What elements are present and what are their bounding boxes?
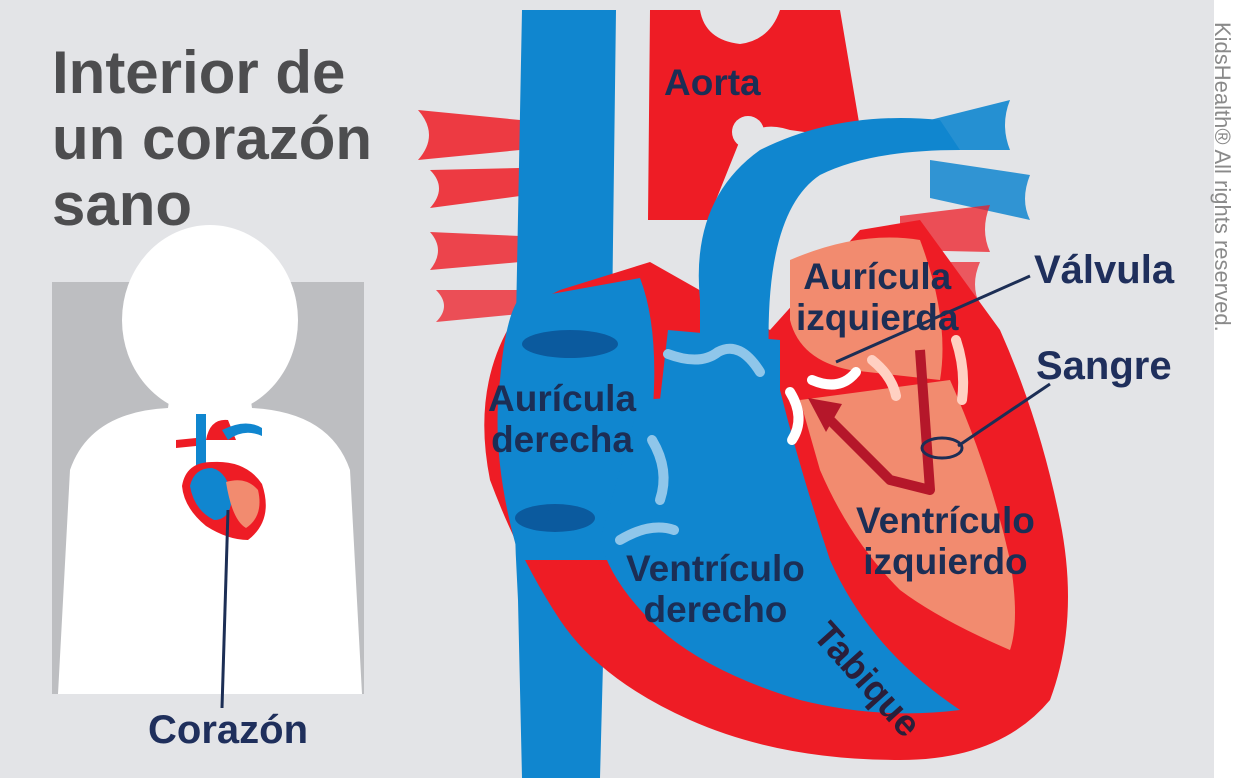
- label-line: izquierdo: [863, 541, 1028, 582]
- page-title: Interior de un corazón sano: [52, 40, 432, 238]
- copyright-watermark: KidsHealth® All rights reserved.: [1210, 22, 1235, 332]
- title-line: sano: [52, 171, 193, 238]
- corazon-leader-line: [220, 509, 230, 709]
- label-ventriculo-izquierdo: Ventrículo izquierdo: [856, 500, 1035, 582]
- label-line: derecha: [491, 419, 633, 460]
- pulmonary-artery: [698, 118, 960, 380]
- blood-flow-arrow: [816, 349, 935, 495]
- blood-flow-arrowhead: [808, 398, 842, 432]
- label-auricula-izquierda: Aurícula izquierda: [796, 256, 958, 338]
- label-auricula-derecha: Aurícula derecha: [488, 378, 636, 460]
- sangre-marker: [920, 436, 964, 460]
- title-line: Interior de: [52, 39, 346, 106]
- pulmonary-artery-root: [660, 330, 780, 400]
- title-line: un corazón: [52, 105, 373, 172]
- left-vessels: [418, 110, 520, 322]
- label-line: Aurícula: [803, 256, 952, 297]
- label-line: Ventrículo: [626, 548, 805, 589]
- aorta: [648, 10, 862, 220]
- right-ventricle-chamber: [600, 390, 960, 714]
- callout-sangre: Sangre: [1036, 344, 1172, 388]
- label-line: izquierda: [796, 297, 959, 338]
- valves: [615, 335, 969, 545]
- mini-heart: [176, 414, 266, 540]
- label-line: derecho: [643, 589, 788, 630]
- label-line: Ventrículo: [856, 500, 1035, 541]
- label-aorta: Aorta: [664, 62, 761, 103]
- valvula-leader-line: [835, 274, 1031, 364]
- label-line: Aurícula: [488, 378, 637, 419]
- sangre-leader-line: [957, 382, 1051, 448]
- left-atrium-chamber: [790, 237, 943, 380]
- child-silhouette: [58, 225, 362, 694]
- callout-valvula: Válvula: [1034, 248, 1175, 292]
- callout-corazon: Corazón: [148, 708, 308, 752]
- label-ventriculo-derecho: Ventrículo derecho: [626, 548, 805, 630]
- right-atrium-opening-top: [522, 330, 618, 358]
- right-atrium-opening-bottom: [515, 504, 595, 532]
